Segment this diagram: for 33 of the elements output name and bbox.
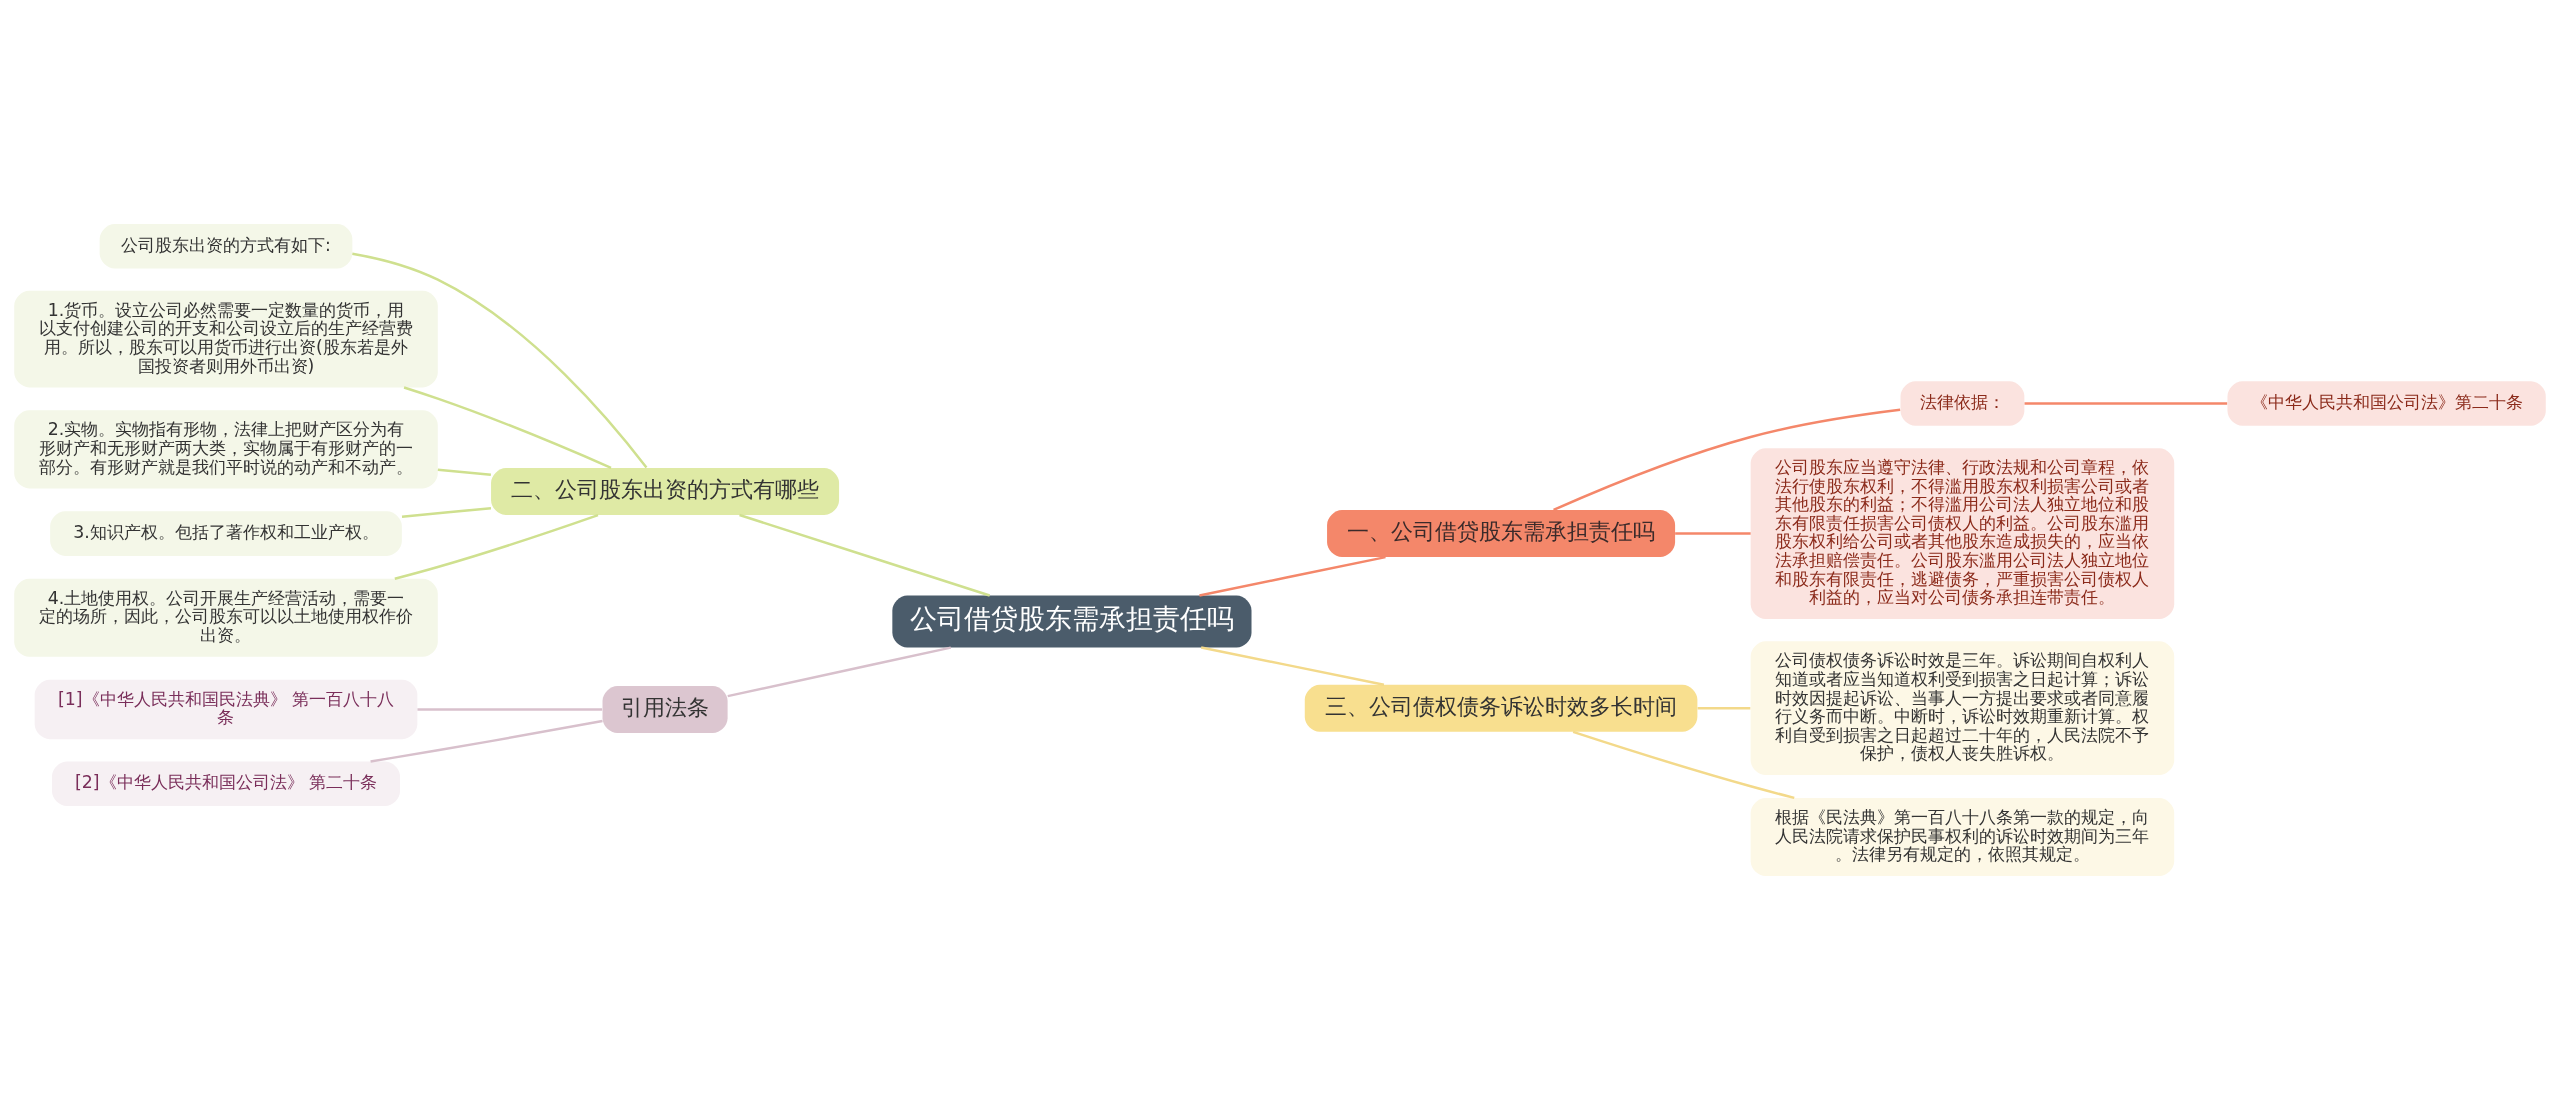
connector bbox=[401, 506, 492, 518]
node-box: 公司股东出资的方式有如下: bbox=[99, 223, 353, 269]
node-box: 三、公司债权债务诉讼时效多长时间 bbox=[1304, 684, 1698, 732]
node-box: 《中华人民共和国公司法》第二十条 bbox=[2227, 381, 2546, 426]
node-box: 引用法条 bbox=[602, 685, 728, 733]
connector bbox=[1675, 532, 1751, 535]
node-box: 2.实物。实物指有形物，法律上把财产区分为有形财产和无形财产两大类，实物属于有形财产的一部分。有形财产就是我们平时说的动产和不动产。 bbox=[14, 410, 438, 489]
connector bbox=[403, 386, 612, 469]
connector bbox=[394, 513, 599, 580]
node-box: 3.知识产权。包括了著作权和工业产权。 bbox=[50, 511, 402, 556]
connector bbox=[1697, 707, 1751, 710]
connector bbox=[2024, 402, 2228, 405]
connector bbox=[352, 252, 648, 469]
node-box: 4.土地使用权。公司开展生产经营活动，需要一定的场所，因此，公司股东可以以土地使用权作价出资。 bbox=[14, 578, 438, 657]
node-box: 二、公司股东出资的方式有哪些 bbox=[491, 467, 840, 515]
connector bbox=[727, 646, 952, 698]
node-box: [1]《中华人民共和国民法典》 第一百八十八条 bbox=[34, 679, 418, 740]
node-box: [2]《中华人民共和国公司法》 第二十条 bbox=[52, 761, 400, 807]
node-box: 法律依据： bbox=[1900, 381, 2025, 426]
connector bbox=[370, 719, 603, 763]
node-box: 根据《民法典》第一百八十八条第一款的规定，向人民法院请求保护民事权利的诉讼时效期间为三年。法律另有规定的，依照其规定。 bbox=[1750, 798, 2175, 877]
connector bbox=[1553, 408, 1901, 512]
connector bbox=[417, 708, 603, 711]
node-box: 一、公司借贷股东需承担责任吗 bbox=[1327, 510, 1676, 558]
node-box: 1.货币。设立公司必然需要一定数量的货币，用以支付创建公司的开支和公司设立后的生产经营费用。所以，股东可以用货币进行出资(股东若是外国投资者则用外币出资) bbox=[14, 290, 438, 388]
connector bbox=[437, 468, 492, 477]
connector bbox=[1572, 730, 1795, 800]
connector bbox=[739, 513, 991, 597]
node-box: 公司债权债务诉讼时效是三年。诉讼期间自权利人知道或者应当知道权利受到损害之日起计算；诉讼时效因提起诉讼、当事人一方提出要求或者同意履行义务而中断。中断时，诉讼时效期重新计算。权利自受到损害之日起超过二十年的，人民法院不予保护，债权人丧失胜诉权。 bbox=[1750, 641, 2175, 776]
node-box: 公司股东应当遵守法律、行政法规和公司章程，依法行使股东权利，不得滥用股东权利损害公司或者其他股东的利益；不得滥用公司法人独立地位和股东有限责任损害公司债权人的利益。公司股东滥用股东权利给公司或者其他股东造成损失的，应当依法承担赔偿责任。公司股东滥用公司法人独立地位和股东有限责任，逃避债务，严重损害公司债权人利益的，应当对公司债务承担连带责任。 bbox=[1750, 448, 2175, 620]
connector bbox=[1200, 646, 1385, 686]
node-box: 公司借贷股东需承担责任吗 bbox=[892, 595, 1252, 648]
connector bbox=[1199, 555, 1386, 597]
